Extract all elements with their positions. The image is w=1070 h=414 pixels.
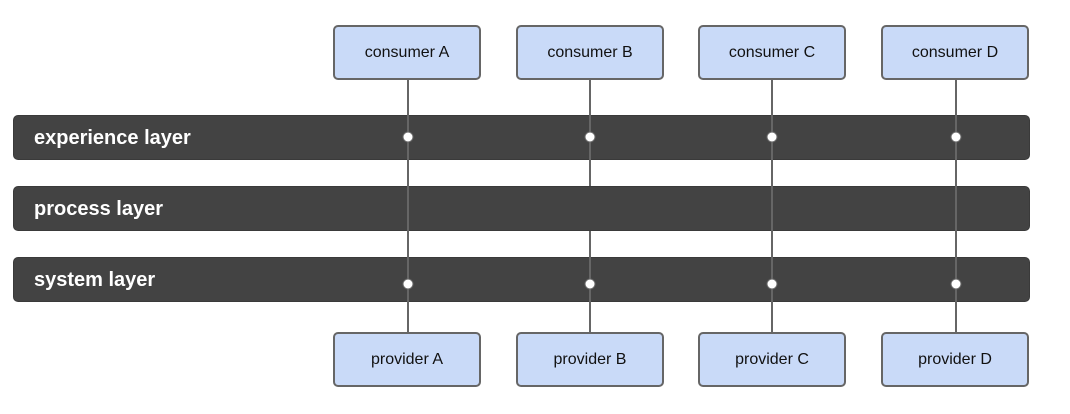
joint-system-c [766,278,778,290]
joint-experience-d [950,131,962,143]
joint-system-a [402,278,414,290]
provider-c-box: provider C [698,332,846,387]
provider-d-box: provider D [881,332,1029,387]
experience-layer-band: experience layer [13,115,1030,160]
joint-experience-a [402,131,414,143]
joint-system-b [584,278,596,290]
consumer-b-box: consumer B [516,25,664,80]
process-layer-band: process layer [13,186,1030,231]
provider-a-box: provider A [333,332,481,387]
consumer-a-box: consumer A [333,25,481,80]
provider-b-box: provider B [516,332,664,387]
joint-experience-c [766,131,778,143]
system-layer-band: system layer [13,257,1030,302]
process-layer-label: process layer [34,198,163,220]
joint-system-d [950,278,962,290]
consumer-c-box: consumer C [698,25,846,80]
consumer-d-box: consumer D [881,25,1029,80]
experience-layer-label: experience layer [34,127,191,149]
system-layer-label: system layer [34,269,156,291]
joint-experience-b [584,131,596,143]
